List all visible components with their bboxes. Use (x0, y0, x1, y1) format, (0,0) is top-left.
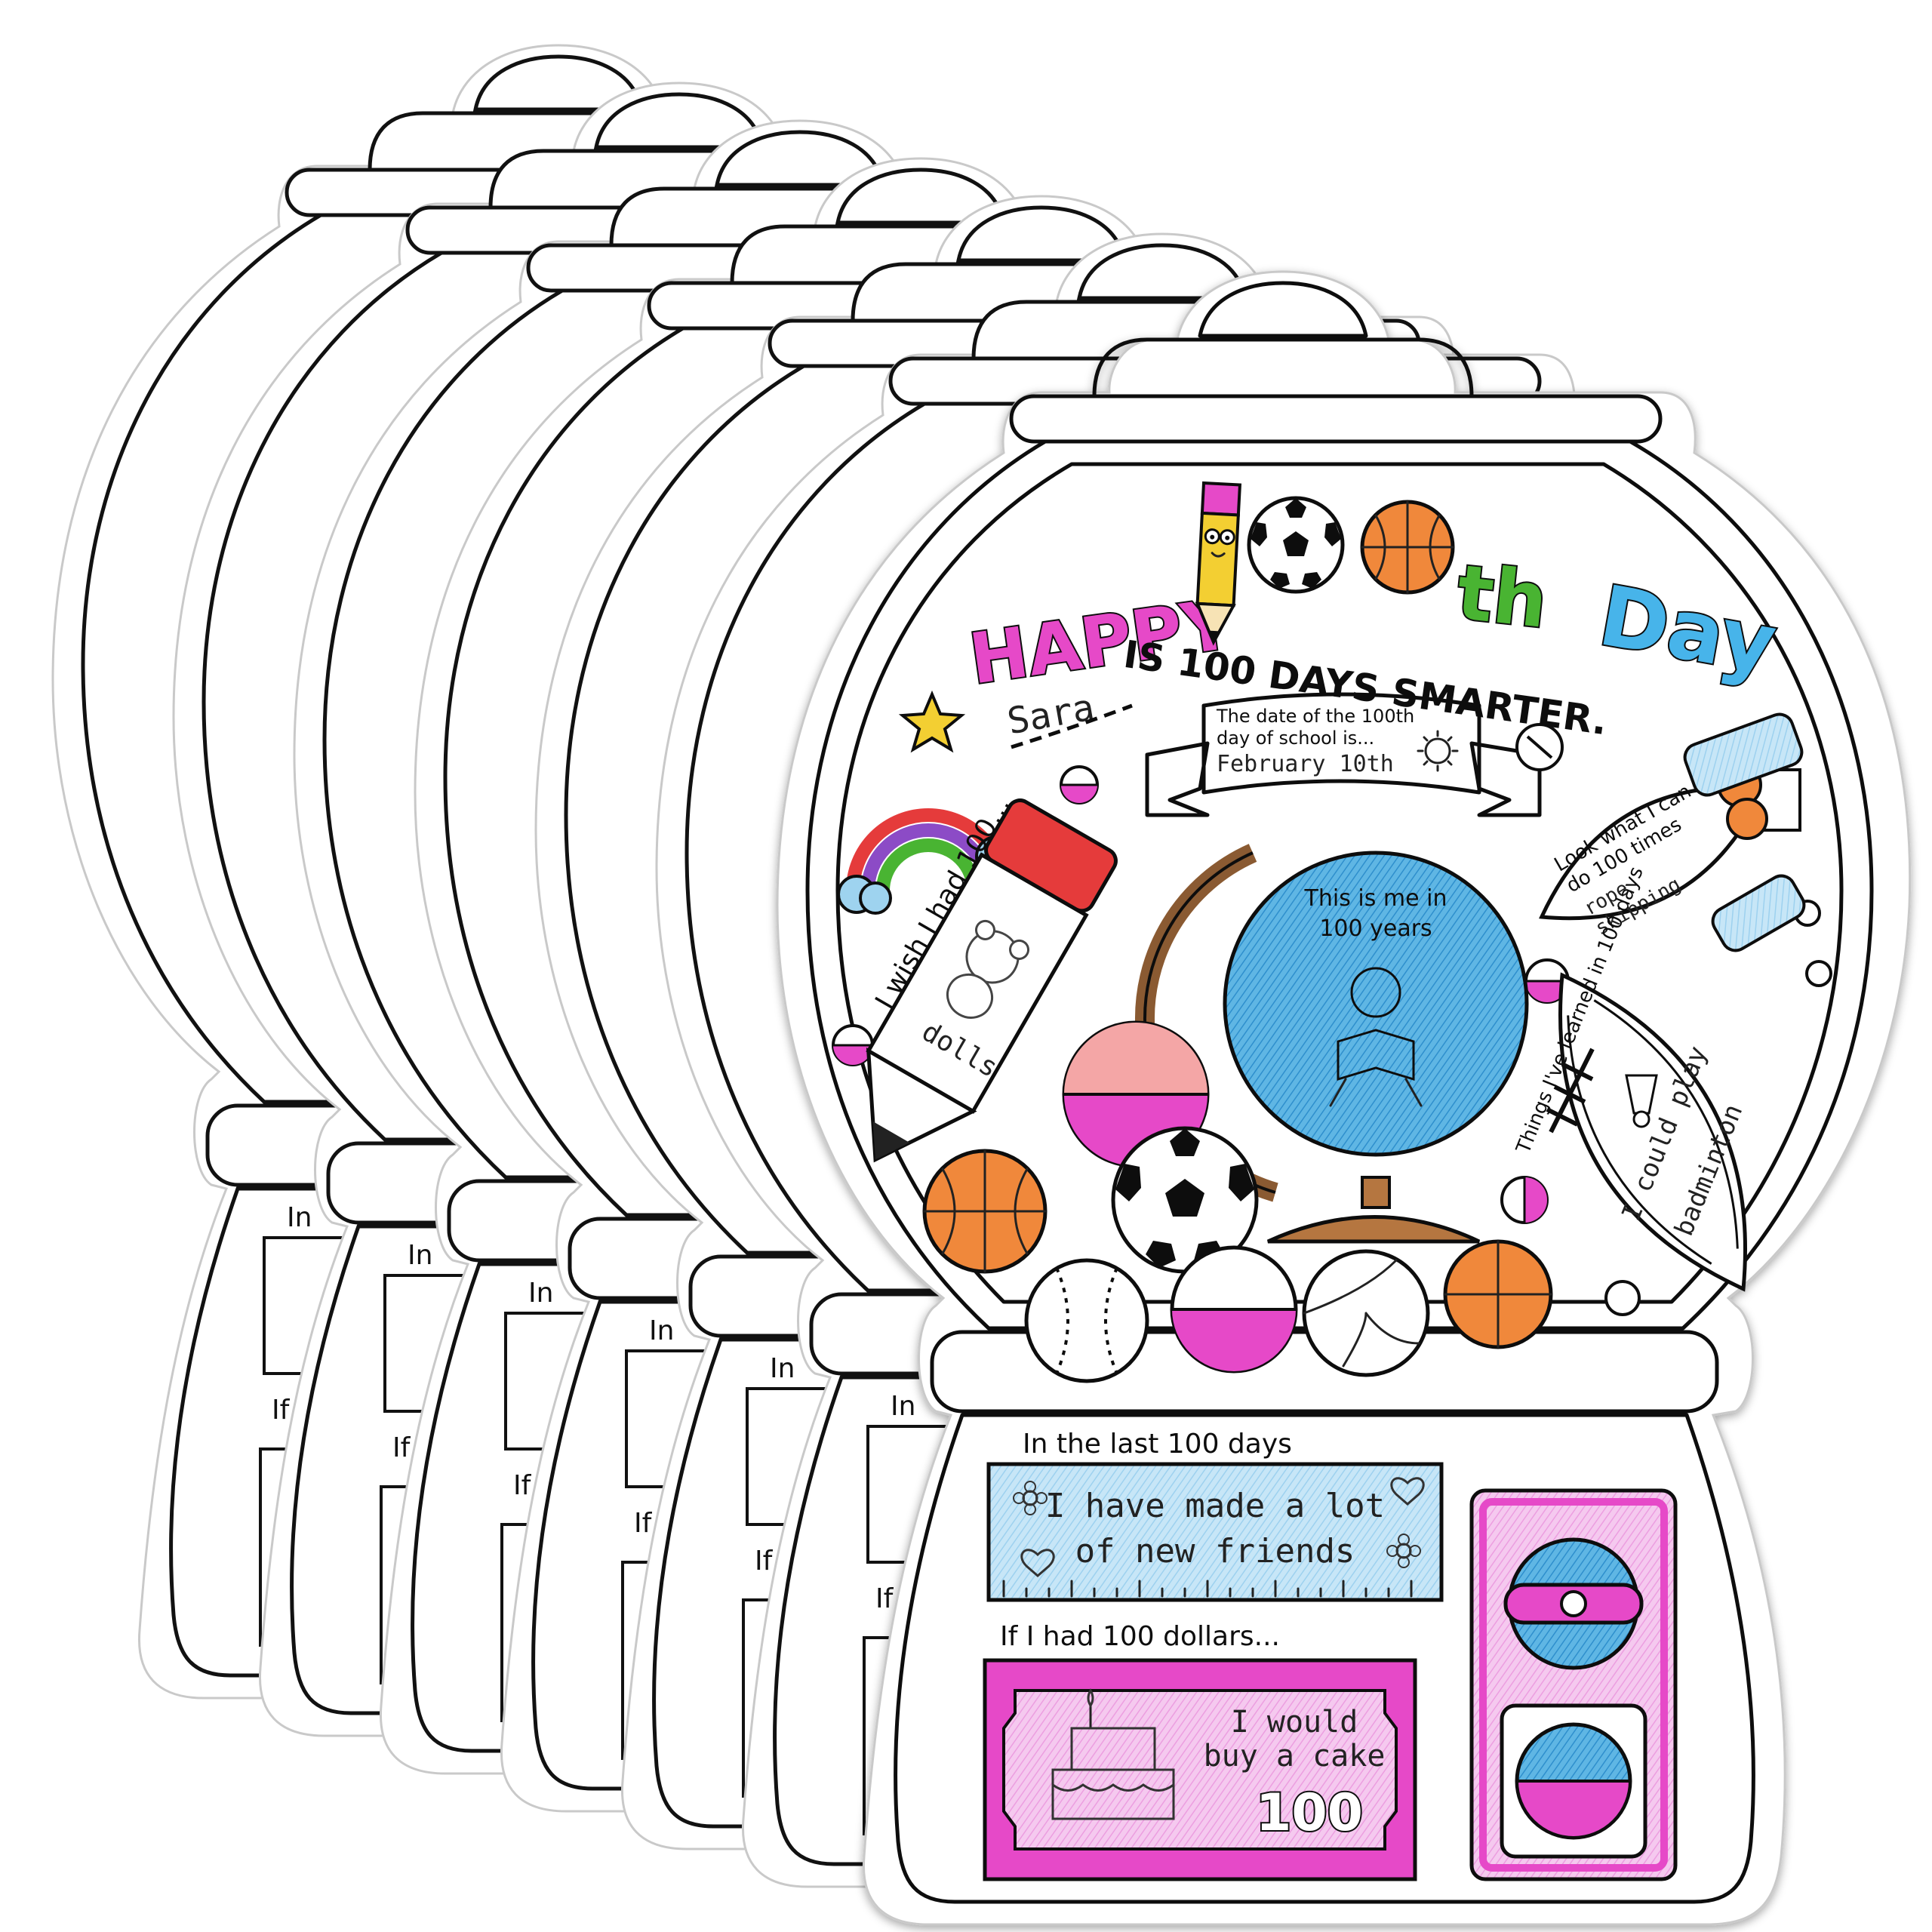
date-banner: The date of the 100th day of school is..… (1145, 692, 1542, 817)
globe-line1: This is me in (1304, 885, 1447, 912)
svg-text:In: In (528, 1278, 553, 1309)
heart-icon (1390, 1477, 1425, 1506)
last100-answer1: I have made a lot (1045, 1487, 1385, 1525)
dollars-prompt: If I had 100 dollars... (1000, 1621, 1280, 1652)
globe-outline (805, 439, 1874, 1331)
svg-text:If: If (634, 1508, 653, 1539)
title-th: th (1453, 548, 1552, 645)
crank-panel (1469, 1488, 1678, 1881)
svg-text:If: If (875, 1583, 894, 1614)
cake-icon (1051, 1688, 1175, 1820)
dollars-answer1: I would (1231, 1705, 1358, 1740)
svg-text:If: If (513, 1470, 532, 1501)
football-laces (1546, 1048, 1595, 1134)
cloud-shape (1683, 712, 1804, 797)
svg-text:If: If (755, 1546, 774, 1577)
svg-text:In: In (287, 1202, 312, 1233)
wish-pencil: dolls (866, 798, 1118, 1163)
soccer-ball-icon (1111, 1126, 1259, 1274)
gumball-icon (832, 723, 1832, 1316)
soccer-ball-icon (1247, 496, 1345, 594)
bill-number: 100 (1256, 1783, 1363, 1843)
flower-icon (1013, 1481, 1048, 1515)
basketball-icon (1443, 1239, 1553, 1349)
star-icon (898, 690, 966, 753)
basketball-icon (1360, 500, 1455, 595)
base-outline (894, 1413, 1755, 1904)
svg-text:In: In (649, 1315, 674, 1346)
shuttlecock-icon (1625, 1074, 1658, 1128)
svg-text:In: In (770, 1353, 795, 1384)
name-dashed-line (1011, 703, 1133, 749)
lid-cap (1092, 337, 1474, 398)
baseball-icon (1024, 1258, 1149, 1383)
date-prompt-line1: The date of the 100th (1216, 706, 1414, 727)
svg-text:If: If (392, 1432, 411, 1463)
globe-line2: 100 years (1319, 915, 1432, 942)
sun-icon (1417, 730, 1459, 772)
svg-text:In: In (408, 1240, 432, 1271)
last100-prompt: In the last 100 days (1023, 1429, 1292, 1460)
gumball-icon (1170, 1245, 1298, 1374)
flower-icon (1386, 1534, 1421, 1568)
dollars-answer2: buy a cake (1204, 1739, 1386, 1774)
reading-girl-drawing (1329, 967, 1423, 1107)
basketball-icon (922, 1149, 1048, 1274)
svg-text:In: In (891, 1391, 915, 1422)
last100-answer2: of new friends (1075, 1532, 1355, 1571)
front-gumball-sheet: HAPPY 1 (776, 270, 1912, 1926)
last100-ruler-card: I have made a lot of new friends (986, 1462, 1444, 1602)
date-prompt-line2: day of school is... (1217, 728, 1374, 749)
date-answer: February 10th (1217, 751, 1394, 777)
globe-inner-outline (835, 462, 1844, 1304)
heart-icon (1020, 1549, 1055, 1577)
svg-text:If: If (272, 1395, 291, 1426)
volleyball-icon (1302, 1249, 1430, 1377)
lid-knob (1198, 281, 1368, 338)
teddy-bear-icon (946, 919, 1030, 1019)
learned-football (1558, 972, 1747, 1292)
cloud-shape (1711, 874, 1806, 952)
dollar-bill-card: I would buy a cake 100 (983, 1658, 1417, 1881)
pencil-icon: 1 (1195, 481, 1242, 646)
